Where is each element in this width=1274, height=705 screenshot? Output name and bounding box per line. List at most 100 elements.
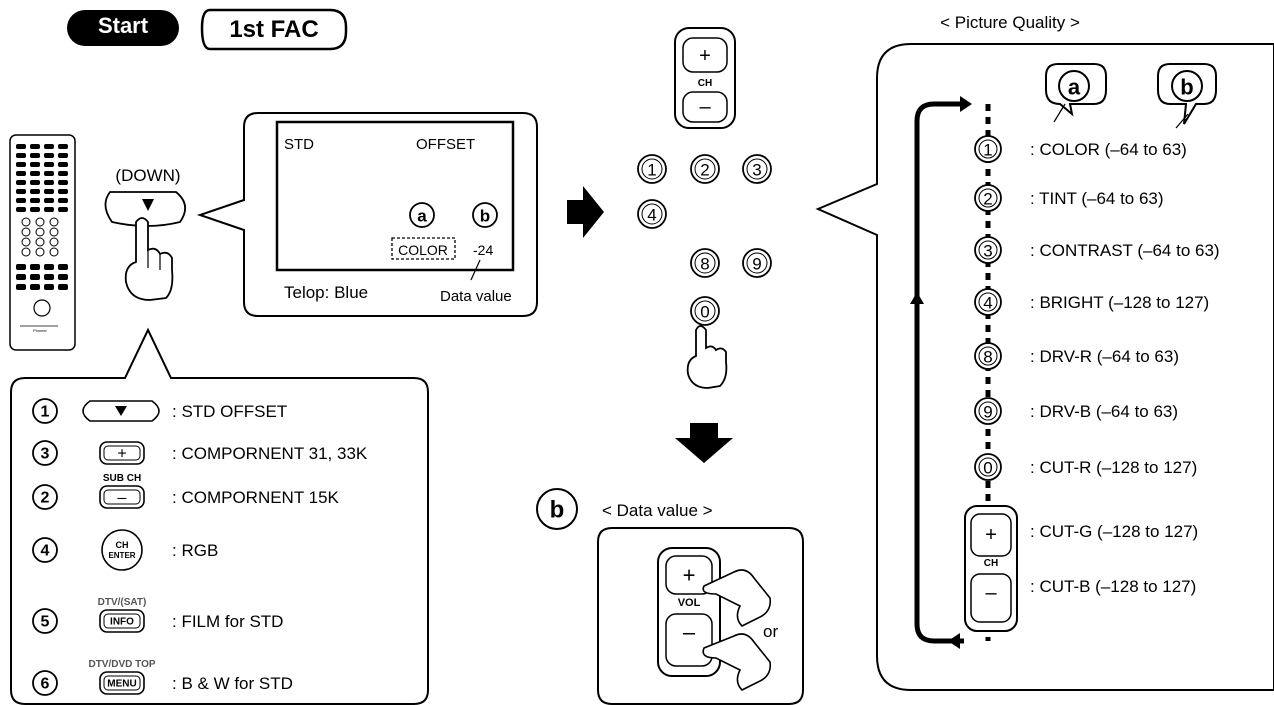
number-key-9[interactable]: 9 [742, 248, 772, 278]
down-arrow-icon [142, 199, 154, 211]
mode-number: 3 [41, 446, 50, 463]
vol-plus-label: + [683, 563, 696, 588]
picture-quality-label: : COLOR (–64 to 63) [1030, 140, 1187, 159]
number-key-label: 2 [983, 190, 992, 209]
picture-quality-item: 1 : COLOR (–64 to 63) [974, 135, 1187, 163]
ch-minus-label: – [699, 96, 711, 118]
mode-label: : RGB [172, 541, 218, 560]
picture-quality-item: : CUT-B (–128 to 127) [1030, 577, 1196, 596]
menu-key-button[interactable]: MENU [99, 671, 145, 695]
button-caption: SUB CH [103, 473, 141, 484]
down-label: (DOWN) [115, 166, 180, 185]
mode-list-callout [10, 327, 429, 705]
number-key-0[interactable]: 0 [974, 453, 1002, 481]
pressing-hand-icon [686, 325, 728, 389]
picture-quality-label: : TINT (–64 to 63) [1030, 189, 1164, 208]
picture-quality-label: : BRIGHT (–128 to 127) [1030, 293, 1209, 312]
minus-key-button[interactable]: – [99, 485, 145, 509]
or-label: or [763, 622, 778, 641]
mode-list-item: 2–SUB CH: COMPORNENT 15K [32, 473, 340, 510]
picture-quality-label: : CONTRAST (–64 to 63) [1030, 241, 1220, 260]
picture-quality-title: < Picture Quality > [940, 13, 1080, 32]
number-key-4[interactable]: 4 [637, 199, 667, 229]
picture-quality-item: 4 : BRIGHT (–128 to 127) [974, 288, 1209, 316]
button-text: + [117, 446, 126, 463]
mode-list-item: 3 + : COMPORNENT 31, 33K [32, 440, 368, 466]
picture-quality-label: : CUT-B (–128 to 127) [1030, 577, 1196, 596]
mode-badge: 1st FAC [200, 8, 348, 51]
cycle-loop-line [914, 101, 964, 644]
mode-label: : COMPORNENT 15K [172, 488, 340, 507]
number-key-9[interactable]: 9 [974, 397, 1002, 425]
number-key-0[interactable]: 0 [690, 296, 720, 326]
mode-list-item: 1: STD OFFSET [32, 398, 287, 424]
down-button[interactable] [104, 191, 186, 227]
number-key-label: 1 [983, 141, 992, 160]
number-key-8[interactable]: 8 [974, 342, 1002, 370]
picture-quality-item: 3 : CONTRAST (–64 to 63) [974, 236, 1220, 264]
remote-control-image: Pioneer [9, 134, 76, 351]
number-key-label: 4 [983, 294, 992, 313]
picture-quality-item: 0 : CUT-R (–128 to 127) [974, 453, 1197, 481]
down-arrow-button[interactable] [82, 400, 160, 422]
pq-ch-label: CH [984, 558, 998, 569]
number-key-8[interactable]: 8 [690, 248, 720, 278]
mode-label: : COMPORNENT 31, 33K [172, 444, 368, 463]
start-label: Start [98, 13, 149, 38]
number-key-1[interactable]: 1 [637, 154, 667, 184]
pq-ch-minus-label: – [985, 582, 997, 604]
ch-label: CH [698, 78, 712, 89]
down-arrow-icon [675, 423, 733, 463]
ch-rocker-button[interactable]: + CH – [674, 27, 736, 129]
picture-quality-label: : CUT-G (–128 to 127) [1030, 522, 1198, 541]
pq-marker-b: b [1180, 75, 1193, 100]
screen-item-label: COLOR [398, 242, 448, 258]
cycle-arrow-icon [948, 633, 960, 649]
ch-enter-text: ENTER [108, 551, 135, 560]
number-key-label: 3 [752, 161, 761, 180]
mode-label: : STD OFFSET [172, 402, 287, 421]
plus-key-button[interactable]: + [99, 441, 145, 465]
picture-quality-label: : CUT-R (–128 to 127) [1030, 458, 1197, 477]
number-key-3[interactable]: 3 [974, 236, 1002, 264]
number-key-4[interactable]: 4 [974, 288, 1002, 316]
button-caption: DTV/(SAT) [98, 597, 147, 608]
picture-quality-item: : CUT-G (–128 to 127) [1030, 522, 1198, 541]
vol-rocker-button[interactable]: + VOL – [657, 547, 721, 677]
number-key-2[interactable]: 2 [690, 154, 720, 184]
info-key-button[interactable]: INFO [99, 609, 145, 633]
picture-quality-item: 9 : DRV-B (–64 to 63) [974, 397, 1178, 425]
mode-label: : FILM for STD [172, 612, 283, 631]
picture-quality-callout [815, 43, 1274, 691]
number-key-label: 1 [647, 161, 656, 180]
number-key-1[interactable]: 1 [974, 135, 1002, 163]
number-key-2[interactable]: 2 [974, 184, 1002, 212]
pressing-hand-icon [702, 633, 772, 691]
picture-quality-list: 1 : COLOR (–64 to 63) 2 : TINT (–64 to 63) 3… [974, 135, 1220, 596]
pq-ch-rocker-button[interactable]: + CH – [964, 505, 1018, 632]
button-text: MENU [107, 679, 136, 690]
number-key-label: 0 [700, 303, 709, 322]
picture-quality-label: : DRV-R (–64 to 63) [1030, 347, 1179, 366]
screen-item-value: -24 [473, 242, 493, 258]
tv-screen [275, 120, 515, 272]
number-key-3[interactable]: 3 [742, 154, 772, 184]
number-key-label: 8 [983, 348, 992, 367]
picture-quality-label: : DRV-B (–64 to 63) [1030, 402, 1178, 421]
right-arrow-icon [567, 186, 604, 238]
down-arrow-icon [115, 406, 127, 416]
pq-ch-plus-label: + [985, 524, 997, 546]
data-value-marker-b: b [550, 497, 565, 524]
mode-label: 1st FAC [229, 16, 318, 43]
button-text: – [118, 490, 127, 507]
button-text: INFO [110, 617, 134, 628]
start-badge: Start [67, 10, 179, 46]
screen-std-text: STD [284, 136, 314, 153]
number-key-label: 2 [700, 161, 709, 180]
